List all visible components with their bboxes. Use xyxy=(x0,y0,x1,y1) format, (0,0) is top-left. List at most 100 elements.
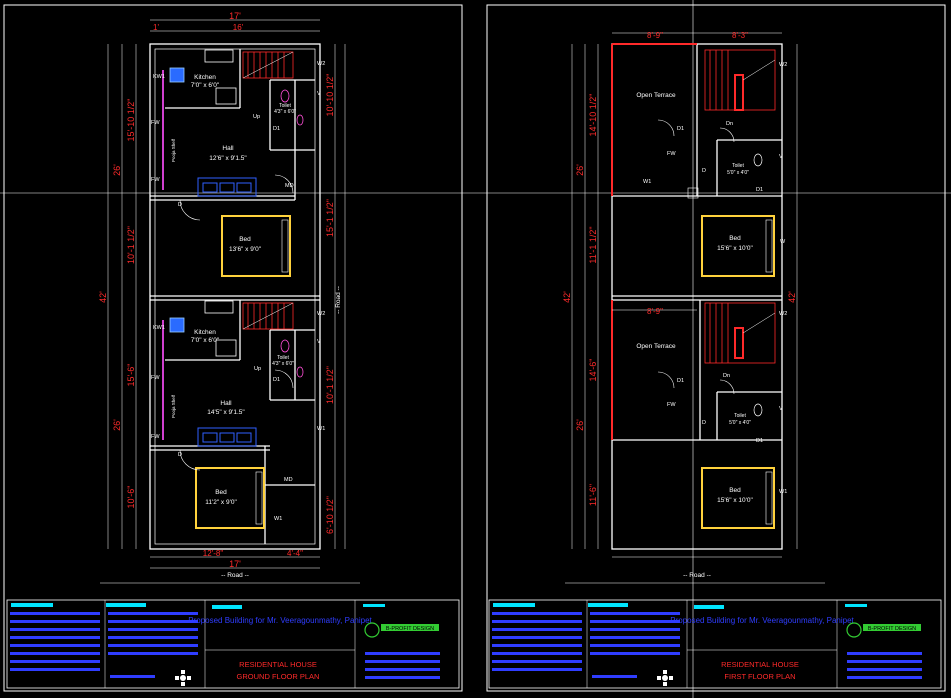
ff-up-w2: W2 xyxy=(779,62,787,68)
ff-lo-d1: D1 xyxy=(677,378,684,384)
gf-right-dim-4: 6'-10 1/2" xyxy=(325,496,335,534)
gf-u2-d1: D1 xyxy=(273,377,280,383)
tb-left-project: Proposed Building for Mr. Veeragounmathy… xyxy=(188,616,372,625)
title-block-right: Proposed Building for Mr. Veeragounmathy… xyxy=(488,599,942,689)
tb-right-compass xyxy=(657,670,673,686)
gf-bed-1 xyxy=(221,215,291,277)
gf-left-big-2: 26' xyxy=(112,419,122,431)
ff-walls xyxy=(611,43,783,550)
ff-lo-toilet-label: Toilet xyxy=(734,413,746,419)
gf-u2-w1: W1 xyxy=(317,426,325,432)
gf-u1-d: D xyxy=(178,202,182,208)
gf-bed-2 xyxy=(195,467,265,529)
gf-u1-md: MD xyxy=(285,183,294,189)
gf-u1-kitchen-size: 7'0" x 6'0" xyxy=(191,82,220,89)
gf-u1-d1: D1 xyxy=(273,126,280,132)
gf-left-dim-2: 10'-1 1/2" xyxy=(126,226,136,264)
gf-u2-kitchen-label: Kitchen xyxy=(194,329,216,336)
ground-floor-plan: Kitchen 7'0" x 6'0" Hall 12'6" x 9'1.5" … xyxy=(98,11,360,584)
gf-unit1-labels: Kitchen 7'0" x 6'0" Hall 12'6" x 9'1.5" … xyxy=(151,61,325,253)
ff-lo-bed-size: 15'6" x 10'0" xyxy=(717,497,753,504)
gf-u1-hall-label: Hall xyxy=(222,145,234,152)
ff-left-big-1: 26' xyxy=(575,164,585,176)
gf-right-dim-2: 15'-1 1/2" xyxy=(325,199,335,237)
gf-left-dim-4: 10'-6" xyxy=(126,486,136,509)
ff-up-w1: W1 xyxy=(643,179,651,185)
gf-u2-md: MD xyxy=(284,477,293,483)
ff-top-left: 8'-9" xyxy=(647,31,663,40)
gf-u1-toilet-size: 4'3" x 6'0" xyxy=(274,109,296,115)
ff-door-swings xyxy=(657,119,735,395)
tb-right-project: Proposed Building for Mr. Veeragounmathy… xyxy=(670,616,854,625)
ff-up-d1b: D1 xyxy=(756,187,763,193)
gf-u1-v: V xyxy=(317,91,321,97)
ff-up-v: V xyxy=(779,154,783,160)
tb-left-logo-text: B-PROFIT DESIGN xyxy=(386,626,434,632)
gf-u1-pooja: Pooja Shelf xyxy=(171,138,176,162)
ff-lo-toilet-size: 5'0" x 4'0" xyxy=(729,420,751,426)
gf-u2-toilet-size: 4'3" x 6'0" xyxy=(272,361,294,367)
ff-lo-w1: W1 xyxy=(779,489,787,495)
ff-lo-w2: W2 xyxy=(779,311,787,317)
gf-dimension-texts: 17' 1' 16' 12'-8" 4'-4" 17' 42' 26' 26' … xyxy=(98,11,335,569)
gf-sofa-2 xyxy=(197,427,257,447)
gf-unit2-labels: Kitchen 7'0" x 6'0" Hall 14'5" x 9'1.5" … xyxy=(151,311,325,522)
ff-lo-dn: Dn xyxy=(723,373,730,379)
gf-u1-bed-label: Bed xyxy=(239,236,251,243)
gf-staircase-2 xyxy=(242,302,294,330)
gf-left-big-1: 26' xyxy=(112,164,122,176)
gf-road-side: -- Road -- xyxy=(335,286,342,314)
gf-u1-w2: W2 xyxy=(317,61,325,67)
gf-road-bottom: -- Road -- xyxy=(221,572,249,579)
gf-u2-pooja: Pooja Shelf xyxy=(171,394,176,418)
title-block-left: Proposed Building for Mr. Veeragounmathy… xyxy=(6,599,460,689)
gf-u2-d: D xyxy=(178,452,182,458)
gf-left-dim-1: 15'-10 1/2" xyxy=(126,99,136,142)
ff-up-toilet-size: 5'0" x 4'0" xyxy=(727,170,749,176)
gf-sofa-1 xyxy=(197,177,257,197)
gf-u2-kitchen-size: 7'0" x 6'0" xyxy=(191,337,220,344)
gf-u2-hall-size: 14'5" x 9'1.5" xyxy=(207,409,245,416)
ff-left-dim-2: 11'-1 1/2" xyxy=(588,226,598,263)
ff-staircase-1 xyxy=(704,49,776,111)
gf-top-left: 1' xyxy=(153,23,159,32)
ff-up-bed-size: 15'6" x 10'0" xyxy=(717,245,753,252)
first-floor-plan: Open Terrace W1 D1 FW Dn Toilet 5'0" x 4… xyxy=(562,31,825,584)
gf-kitchen-fixtures xyxy=(169,49,237,357)
ff-dimension-texts: 8'-9" 8'-3" 8'-9" 42' 26' 26' 14'-10 1/2… xyxy=(562,31,797,506)
ff-up-dn: Dn xyxy=(726,121,733,127)
gf-u2-toilet-label: Toilet xyxy=(277,355,289,361)
gf-top-right: 16' xyxy=(233,23,244,32)
gf-dimension-lines xyxy=(107,19,346,569)
gf-u2-bed-size: 11'2" x 9'0" xyxy=(205,499,237,506)
tb-right-drawing-type: RESIDENTIAL HOUSE xyxy=(721,660,799,669)
gf-u1-kitchen-label: Kitchen xyxy=(194,74,216,81)
tb-left-compass xyxy=(175,670,191,686)
gf-u2-fw1: FW xyxy=(151,375,160,381)
gf-toilet-fixtures xyxy=(280,89,304,378)
ff-top-right: 8'-3" xyxy=(732,31,748,40)
tb-left-drawing-name: GROUND FLOOR PLAN xyxy=(237,672,320,681)
ff-lo-v: V xyxy=(779,406,783,412)
gf-u1-fw1: FW xyxy=(151,120,160,126)
gf-left-dim-3: 15'-6" xyxy=(126,364,136,387)
ff-right-dim: 42' xyxy=(787,291,797,303)
sheet-frame-left xyxy=(3,4,463,692)
ff-terrace-edges xyxy=(611,43,697,440)
gf-bottom-overall: 17' xyxy=(229,559,241,569)
gf-door-swings xyxy=(179,174,294,471)
ff-up-fw: FW xyxy=(667,151,676,157)
ff-lo-d1b: D1 xyxy=(756,438,763,444)
ff-dimension-lines xyxy=(571,32,798,558)
ff-staircase-2 xyxy=(704,302,776,364)
ff-lo-d: D xyxy=(702,420,706,426)
ff-lower-labels: Open Terrace D1 FW Dn Toilet 5'0" x 4'0"… xyxy=(636,311,787,504)
gf-right-dim-1: 10'-10 1/2" xyxy=(325,74,335,117)
gf-side-overall: 42' xyxy=(98,291,108,303)
ff-lo-bed-label: Bed xyxy=(729,487,741,494)
ff-up-toilet-label: Toilet xyxy=(732,163,744,169)
ff-side-overall: 42' xyxy=(562,291,572,303)
ff-up-w: W xyxy=(780,239,786,245)
